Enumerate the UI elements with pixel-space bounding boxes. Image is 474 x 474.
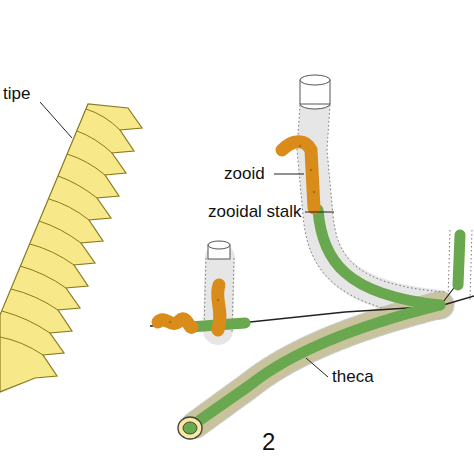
zooid-spots	[169, 145, 315, 323]
figure-number: 2	[262, 428, 275, 456]
zooid	[158, 142, 314, 330]
thecal-walls	[0, 109, 120, 355]
tube-aperture	[178, 417, 202, 439]
zooidal-stalk	[190, 210, 460, 420]
stipe-body	[0, 104, 142, 392]
leader-line	[305, 212, 334, 213]
part-label: tipe	[3, 84, 30, 104]
part-label: zooidal stalk	[208, 202, 302, 222]
part-label: theca	[332, 367, 374, 387]
leader-line	[40, 102, 72, 138]
part-label: zooid	[224, 164, 265, 184]
leader-line	[274, 174, 304, 175]
tube-aperture	[300, 75, 330, 85]
leader-line	[306, 358, 328, 377]
tube-aperture	[208, 241, 230, 249]
tube-aperture	[183, 422, 197, 434]
